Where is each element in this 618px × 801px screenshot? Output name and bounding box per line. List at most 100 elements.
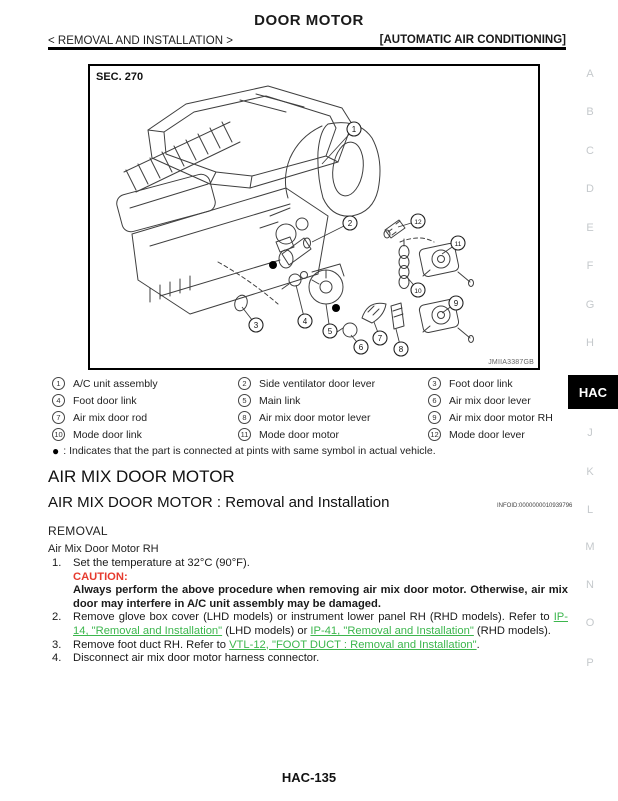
- system-label: [AUTOMATIC AIR CONDITIONING]: [379, 34, 566, 46]
- figure-code: JMIIA3387GB: [488, 359, 534, 366]
- part-name: Foot door link: [73, 394, 137, 407]
- thumb-index-letter-g: G: [585, 299, 595, 311]
- part-name: Mode door motor: [259, 428, 339, 441]
- header-rule: [48, 47, 566, 50]
- procedure-step: 1. Set the temperature at 32°C (90°F).CAU…: [52, 557, 568, 611]
- thumb-index-letter-o: O: [585, 617, 595, 629]
- step-text: Remove glove box cover (LHD models) or i…: [73, 611, 568, 638]
- step-text-segment: Disconnect air mix door motor harness co…: [73, 652, 320, 665]
- caution-text: Always perform the above procedure when …: [73, 584, 568, 610]
- callout-number: 12: [428, 428, 441, 441]
- reference-link[interactable]: IP-41, "Removal and Installation": [310, 624, 474, 637]
- thumb-index-letter-n: N: [586, 579, 594, 591]
- svg-text:11: 11: [455, 241, 462, 248]
- figure-callout-4: [297, 313, 313, 329]
- svg-text:12: 12: [414, 219, 422, 226]
- caution-label: CAUTION:: [73, 570, 128, 583]
- svg-text:7: 7: [378, 334, 383, 343]
- part-name: Side ventilator door lever: [259, 377, 376, 390]
- step-text: Remove foot duct RH. Refer to VTL-12, "F…: [73, 639, 568, 653]
- thumb-index-letter-f: F: [586, 260, 594, 272]
- callout-number: 3: [428, 377, 441, 390]
- callout-number: 1: [52, 377, 65, 390]
- thumb-index-letter-c: C: [586, 145, 594, 157]
- thumb-index-letter-h: H: [586, 337, 594, 349]
- figure-callout-7: [372, 330, 388, 346]
- callout-number: 2: [238, 377, 251, 390]
- removal-heading: REMOVAL: [48, 524, 108, 538]
- breadcrumb: < REMOVAL AND INSTALLATION >: [48, 35, 233, 47]
- thumb-index-letter-a: A: [586, 68, 594, 80]
- thumb-index-letter-d: D: [586, 183, 594, 195]
- step-text-segment: (LHD models) or: [222, 624, 311, 637]
- thumb-index-letter-e: E: [586, 222, 594, 234]
- step-text-segment: Set the temperature at 32°C (90°F).: [73, 557, 250, 569]
- callout-number: 5: [238, 394, 251, 407]
- step-number: 2.: [52, 611, 62, 624]
- svg-text:1: 1: [352, 125, 357, 134]
- section-heading: AIR MIX DOOR MOTOR: [48, 467, 235, 486]
- part-name: Main link: [259, 394, 301, 407]
- thumb-index-letter-m: M: [585, 541, 595, 553]
- figure-callout-9: [448, 295, 464, 311]
- legend-item: 8 Air mix door motor lever: [238, 411, 428, 424]
- reference-link[interactable]: IP-14, "Removal and Installation": [73, 611, 568, 637]
- legend-item: 10 Mode door link: [52, 428, 238, 441]
- step-number: 1.: [52, 557, 62, 569]
- callout-number: 4: [52, 394, 65, 407]
- thumb-index-letter-j: J: [587, 427, 593, 439]
- part-name: Air mix door motor lever: [259, 411, 371, 424]
- connection-dot: [332, 304, 340, 312]
- part-name: Air mix door rod: [73, 411, 148, 424]
- step-text: Set the temperature at 32°C (90°F).CAUTI…: [73, 557, 568, 611]
- figure-callout-6: [353, 339, 369, 355]
- part-name: A/C unit assembly: [73, 377, 158, 390]
- svg-text:2: 2: [348, 219, 353, 228]
- svg-text:4: 4: [303, 317, 308, 326]
- step-text-segment: (RHD models).: [473, 624, 551, 637]
- reference-link[interactable]: VTL-12, "FOOT DUCT : Removal and Install…: [229, 638, 477, 651]
- legend-item: 2 Side ventilator door lever: [238, 377, 428, 390]
- thumb-index-letter-k: K: [586, 466, 594, 478]
- step-number: 4.: [52, 652, 62, 665]
- page-title: DOOR MOTOR: [254, 12, 364, 29]
- svg-text:5: 5: [328, 327, 333, 336]
- step-text-segment: .: [476, 638, 480, 651]
- step-text-segment: Remove foot duct RH. Refer to: [73, 638, 230, 651]
- thumb-index-letter-p: P: [586, 657, 594, 669]
- figure-callout-10: [410, 282, 426, 298]
- figure-callout-12: [410, 213, 426, 229]
- procedure-step: 3.Remove foot duct RH. Refer to VTL-12, …: [52, 639, 568, 653]
- infoid-label: INFOID:0000000010939796: [497, 503, 573, 509]
- black-dot-symbol: ●: [52, 444, 60, 458]
- legend-note-text: : Indicates that the part is connected a…: [63, 445, 436, 457]
- figure-callout-3: [248, 317, 264, 333]
- figure-callout-11: [450, 235, 466, 251]
- procedure-step: 4. Disconnect air mix door motor harness …: [52, 652, 568, 666]
- callout-number: 10: [52, 428, 65, 441]
- step-text: Disconnect air mix door motor harness co…: [73, 652, 568, 666]
- step-text-segment: Remove glove box cover (LHD models) or i…: [73, 611, 554, 624]
- figure-callout-2: [342, 215, 358, 231]
- callout-number: 8: [238, 411, 251, 424]
- parts-legend: 1 A/C unit assembly 2 Side ventilator door …: [52, 377, 564, 441]
- svg-text:10: 10: [414, 288, 422, 295]
- figure-callout-1: [346, 121, 362, 137]
- section-number-label: SEC. 270: [96, 71, 144, 83]
- legend-item: 5 Main link: [238, 394, 428, 407]
- part-name: Mode door link: [73, 428, 142, 441]
- callout-number: 7: [52, 411, 65, 424]
- svg-text:3: 3: [254, 321, 259, 330]
- svg-text:9: 9: [454, 299, 459, 308]
- procedure-subtitle: Air Mix Door Motor RH: [48, 543, 159, 555]
- legend-item: 1 A/C unit assembly: [52, 377, 238, 390]
